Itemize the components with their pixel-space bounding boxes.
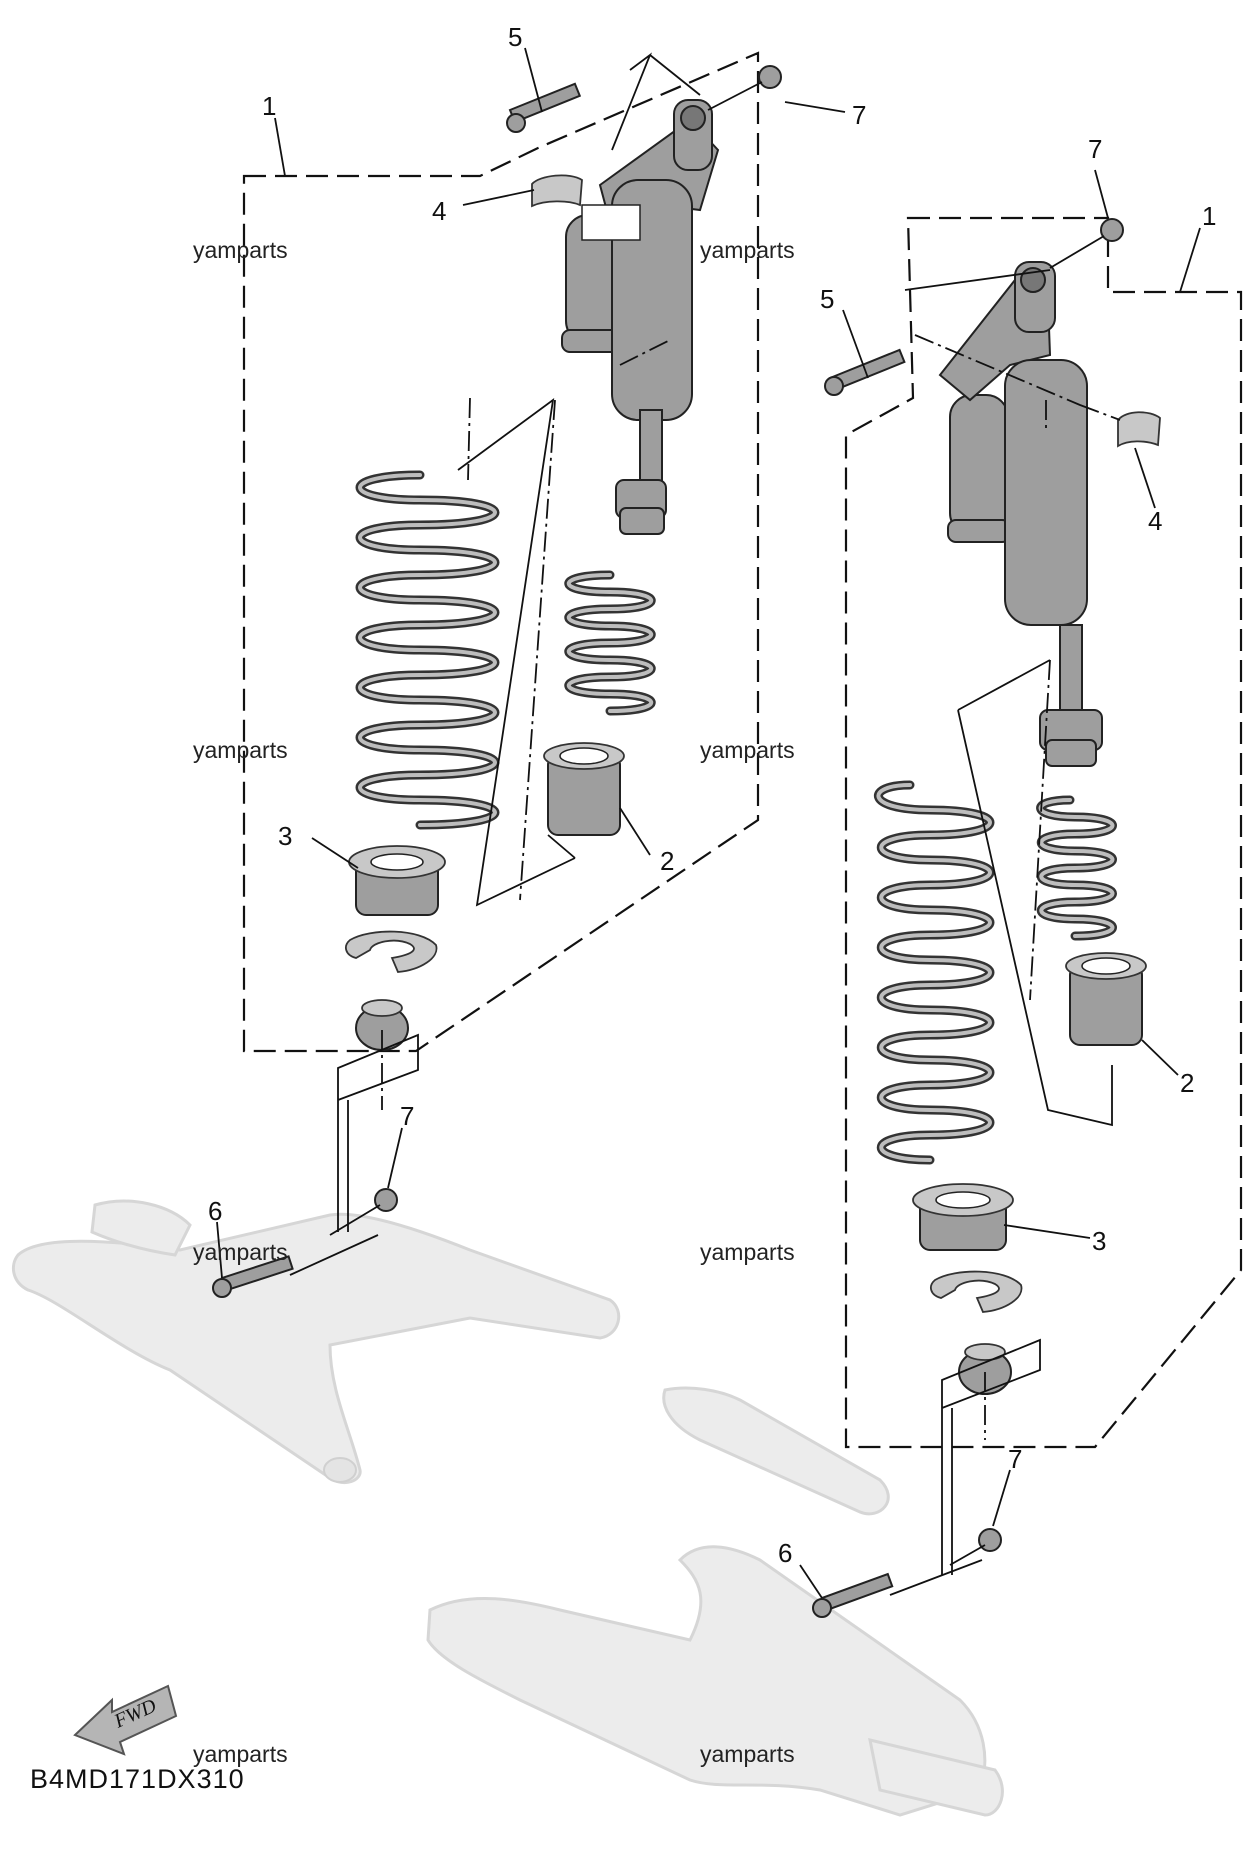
left-bolt-part-6 (212, 1255, 294, 1298)
callout-left-5: 5 (508, 22, 522, 52)
right-nut-part-7-top (1100, 218, 1124, 242)
callout-leaders (216, 47, 1201, 1599)
callout-right-7-top: 7 (1088, 134, 1102, 164)
left-seat-part-3 (348, 845, 446, 916)
callout-right-5: 5 (820, 284, 834, 314)
callout-left-2: 2 (660, 846, 674, 876)
callout-left-1: 1 (262, 91, 276, 121)
callout-right-7-bottom: 7 (1008, 1444, 1022, 1474)
left-nut-part-7-top (758, 65, 782, 89)
left-shock-assembly (212, 51, 782, 1298)
left-nut-part-7-bottom (374, 1188, 398, 1212)
callout-left-4: 4 (432, 196, 446, 226)
callout-left-3: 3 (278, 821, 292, 851)
callout-right-1: 1 (1202, 201, 1216, 231)
right-swingarm (426, 1386, 1004, 1817)
watermark-4: yamparts (700, 737, 795, 763)
left-clip-part-4 (531, 174, 583, 208)
right-shock-absorber (938, 261, 1103, 767)
diagram-code: B4MD171DX310 (30, 1764, 245, 1794)
right-bolt-part-6 (812, 1572, 894, 1618)
left-secondary-spring (564, 570, 656, 716)
right-shock-assembly (812, 216, 1243, 1618)
watermark-5: yamparts (193, 1239, 288, 1265)
callout-left-7-top: 7 (852, 100, 866, 130)
watermark-6: yamparts (700, 1239, 795, 1265)
watermark-8: yamparts (700, 1741, 795, 1767)
callout-right-6: 6 (778, 1538, 792, 1568)
callout-left-6: 6 (208, 1196, 222, 1226)
callout-right-4: 4 (1148, 506, 1162, 536)
right-collar-part-2 (1065, 952, 1147, 1046)
left-lower-mount (355, 999, 409, 1051)
callout-left-7-bottom: 7 (400, 1101, 414, 1131)
left-shock-absorber (561, 99, 720, 535)
right-c-washer (930, 1270, 1023, 1313)
right-clip-part-4 (1117, 411, 1161, 448)
left-c-washer (345, 930, 438, 973)
fwd-arrow-icon: FWD (73, 1684, 178, 1756)
watermark-2: yamparts (700, 237, 795, 263)
watermark-7: yamparts (193, 1741, 288, 1767)
left-swingarm (11, 1199, 621, 1484)
watermark-3: yamparts (193, 737, 288, 763)
left-bolt-part-5 (506, 82, 582, 133)
left-main-spring (355, 470, 500, 830)
watermark-1: yamparts (193, 237, 288, 263)
left-collar-part-2 (543, 742, 625, 836)
callout-right-3: 3 (1092, 1226, 1106, 1256)
right-main-spring (874, 780, 995, 1165)
left-assembly-boundary (242, 51, 760, 1053)
callout-right-2: 2 (1180, 1068, 1194, 1098)
right-bolt-part-5 (824, 348, 906, 396)
right-assembly-boundary (844, 216, 1243, 1449)
right-seat-part-3 (912, 1183, 1014, 1251)
right-nut-part-7-bottom (978, 1528, 1002, 1552)
right-secondary-spring (1036, 795, 1117, 941)
